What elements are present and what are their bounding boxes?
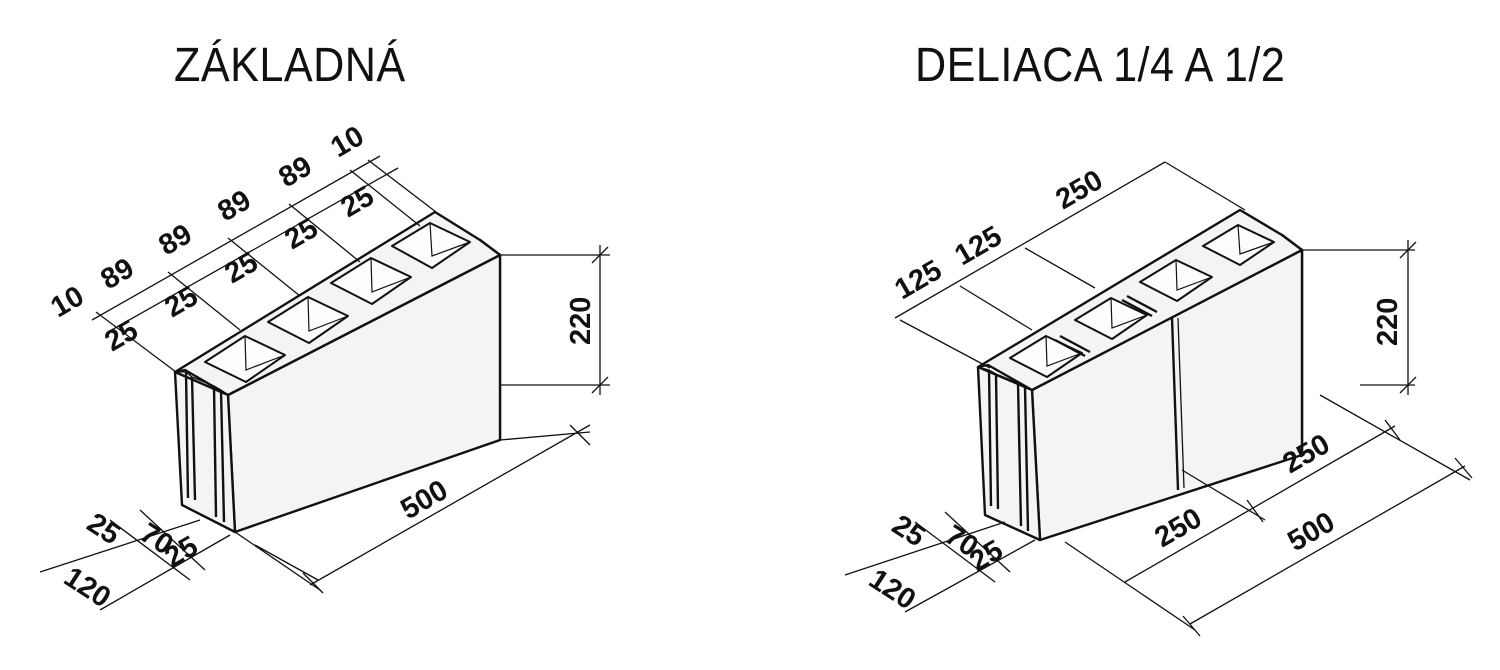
groove-line: [184, 371, 190, 499]
extension-line: [109, 519, 191, 581]
extension-line: [254, 544, 319, 581]
dimension-line: [1124, 425, 1396, 583]
extension-line: [899, 319, 991, 369]
dim-label: 89: [154, 218, 198, 262]
tick: [1384, 419, 1401, 441]
extension-line: [1319, 394, 1471, 481]
tick: [1246, 499, 1264, 523]
groove-line: [190, 376, 197, 501]
extension-line: [95, 311, 177, 373]
tick: [302, 572, 324, 594]
extension-line: [944, 511, 1011, 573]
tick: [591, 246, 609, 264]
split-line: [1177, 317, 1185, 489]
hole-inner: [244, 335, 286, 371]
dimension-line: [39, 519, 201, 573]
dimension-line: [107, 167, 399, 333]
extension-line: [904, 539, 1036, 613]
title-zakladna: ZÁKLADNÁ: [174, 39, 406, 92]
dim-label: 25: [220, 246, 264, 290]
hole-inner: [429, 222, 471, 257]
dim-label: 25: [336, 180, 380, 224]
dim-label: 125: [890, 254, 948, 306]
dim-label: 25: [886, 509, 930, 553]
split-groove: [1126, 294, 1158, 314]
groove-line: [1016, 382, 1023, 527]
groove-line: [212, 385, 218, 518]
hole-inner: [307, 296, 349, 332]
split-line: [1170, 317, 1180, 491]
dimension-line: [894, 161, 1166, 319]
dim-label: 500: [1283, 506, 1341, 558]
dim-label: 89: [96, 252, 140, 296]
dim-label: 25: [100, 314, 144, 358]
extension-line: [914, 521, 996, 583]
dim-label: 25: [160, 280, 204, 324]
dimension-line: [309, 424, 591, 586]
extension-line: [349, 169, 421, 227]
extension-line: [227, 237, 301, 297]
extension-line: [367, 159, 437, 213]
width-dimension-chain-left: 25 70 25 120: [39, 507, 231, 614]
dim-label: 250: [1150, 502, 1208, 554]
hole-inner: [1175, 259, 1213, 291]
dim-label: 500: [396, 474, 454, 526]
dim-label: 10: [46, 280, 90, 324]
dimension-line: [91, 155, 381, 321]
split-groove: [1121, 298, 1153, 318]
dim-label: 89: [274, 150, 318, 194]
groove-line: [219, 389, 226, 523]
dim-label: 25: [280, 212, 324, 256]
dim-label: 125: [950, 220, 1008, 272]
dimension-line: [1189, 465, 1466, 625]
block-deliaca: [976, 208, 1304, 542]
extension-line: [1181, 469, 1266, 521]
groove-line: [994, 373, 1000, 510]
hole-inner: [370, 257, 412, 293]
title-deliaca: DELIACA 1/4 A 1/2: [915, 39, 1286, 92]
block-left-face: [173, 370, 237, 534]
tick: [591, 376, 609, 394]
hole-inner: [1045, 335, 1083, 367]
dim-label: 89: [213, 184, 257, 228]
groove-top: [977, 366, 1033, 391]
extension-line: [99, 534, 231, 611]
extension-line: [1164, 161, 1246, 211]
dimension-line: [844, 521, 1006, 576]
dim-label: 220: [565, 297, 597, 345]
tick: [1454, 457, 1473, 479]
tick: [1182, 615, 1201, 637]
extension-line: [288, 203, 361, 263]
groove-line: [987, 369, 993, 507]
height-dimension-right: 220: [1302, 240, 1417, 395]
tick: [1399, 241, 1417, 259]
hole-inner: [1110, 297, 1148, 329]
block-left-face: [976, 365, 1042, 542]
dim-label: 10: [326, 120, 370, 164]
dim-label: 250: [1051, 164, 1109, 216]
height-dimension-left: 220: [500, 245, 610, 395]
extension-line: [1064, 541, 1196, 631]
dim-label: 25: [81, 507, 125, 551]
extension-line: [139, 509, 206, 571]
extension-line: [234, 531, 321, 591]
hole-inner: [1237, 224, 1275, 255]
extension-line: [167, 271, 241, 331]
split-groove: [1059, 334, 1091, 354]
tick: [569, 424, 591, 446]
dim-label: 220: [1372, 298, 1404, 346]
extension-line: [959, 285, 1033, 331]
groove-top: [175, 371, 229, 396]
split-groove: [1054, 338, 1086, 358]
tick: [1399, 376, 1417, 394]
extension-line: [1024, 247, 1096, 289]
groove-line: [1023, 386, 1030, 532]
